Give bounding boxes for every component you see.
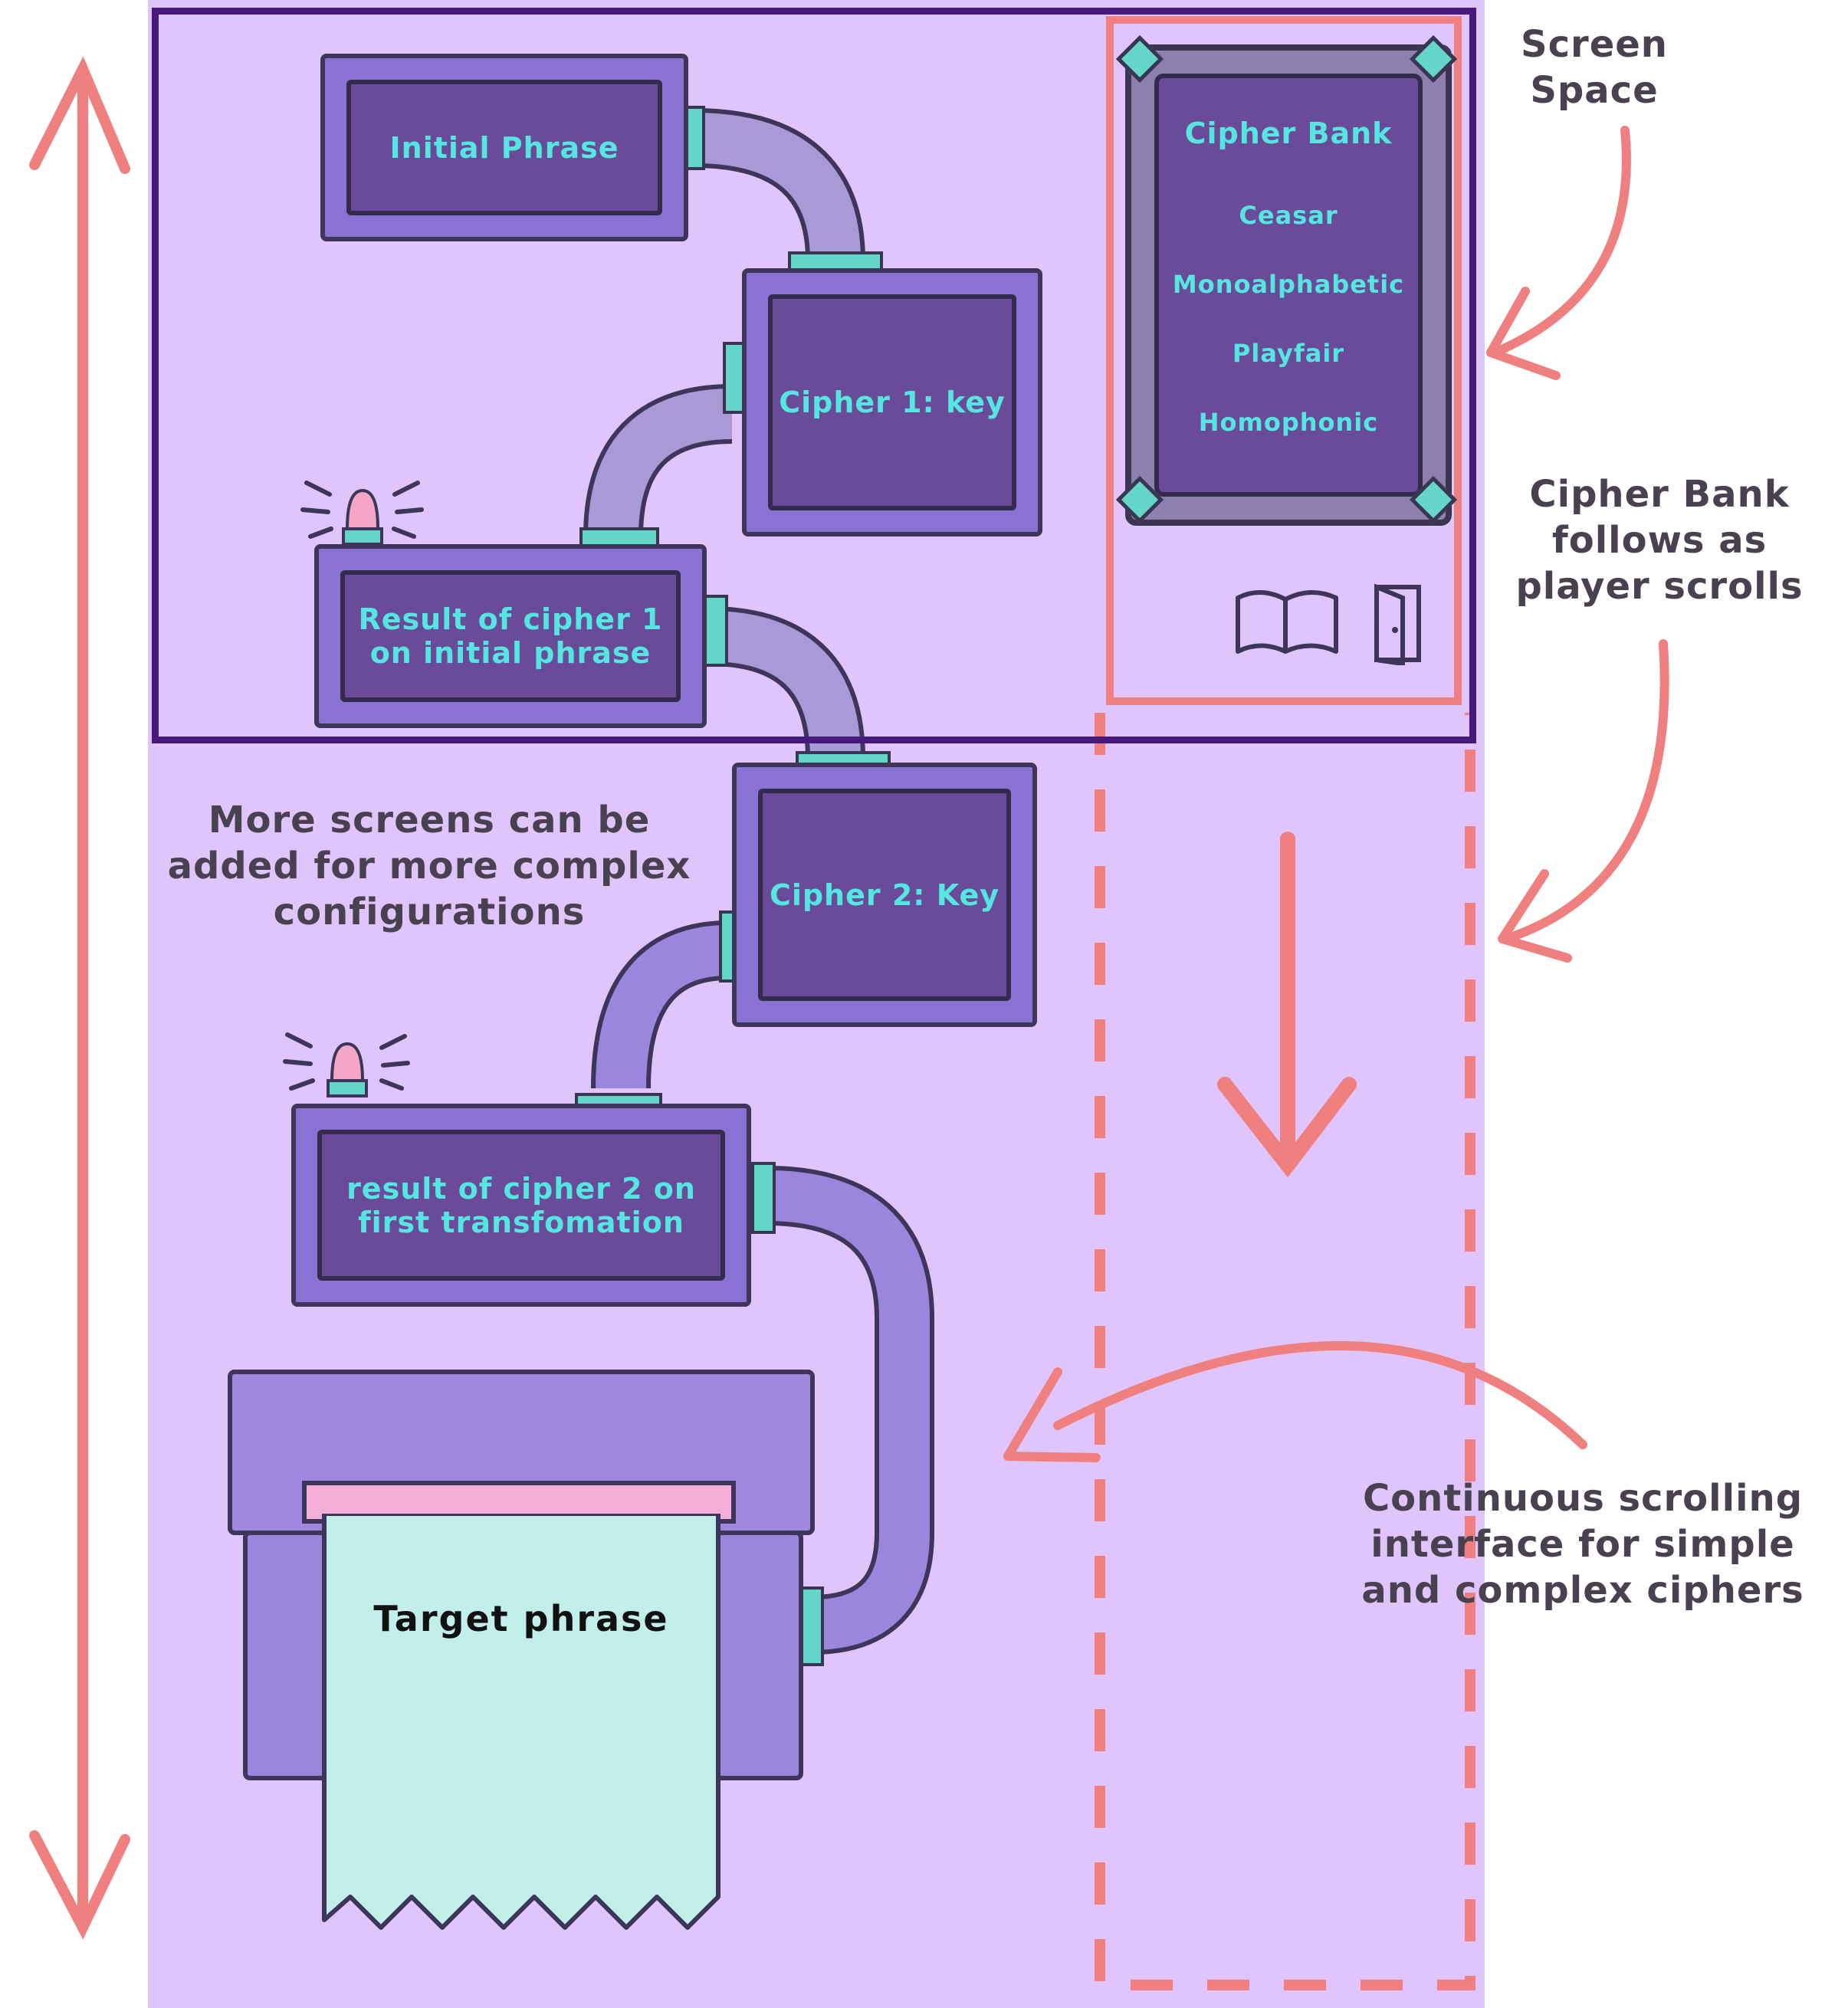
alarm-light-2 <box>283 1032 410 1098</box>
cipher-option-homophonic[interactable]: Homophonic <box>1198 408 1379 437</box>
cipher2-panel[interactable]: Cipher 2: Key <box>732 763 1037 1027</box>
result1-line2: on initial phrase <box>369 636 652 670</box>
continuous-scroll-note: Continuous scrolling interface for simpl… <box>1334 1475 1832 1613</box>
continuous-scroll-note-line2: interface for simple <box>1370 1523 1795 1566</box>
screen-space-note: Screen Space <box>1479 21 1709 113</box>
result1-line1: Result of cipher 1 <box>358 602 663 636</box>
result2-panel: result of cipher 2 on first transfomatio… <box>291 1104 751 1307</box>
alarm-light-1 <box>300 481 424 546</box>
more-screens-note-line1: More screens can be <box>208 799 651 842</box>
bank-future-outline <box>1095 713 1475 1990</box>
bank-screen-outline <box>1106 16 1462 705</box>
scroll-extent-arrow <box>29 56 130 1940</box>
more-screens-note-line3: configurations <box>273 891 586 933</box>
book-icon[interactable] <box>1230 582 1345 659</box>
cipher-bank-title: Cipher Bank <box>1184 116 1393 150</box>
continuous-arc-arrow <box>1053 1340 1587 1449</box>
result2-line2: first transfomation <box>358 1205 684 1239</box>
bank-down-arrow <box>1217 832 1357 1178</box>
cipher-option-ceasar[interactable]: Ceasar <box>1239 201 1338 230</box>
initial-phrase-panel[interactable]: Initial Phrase <box>320 54 688 241</box>
result2-line1: result of cipher 2 on <box>346 1171 696 1206</box>
bank-follows-note: Cipher Bank follows as player scrolls <box>1472 471 1847 609</box>
result1-panel: Result of cipher 1 on initial phrase <box>314 544 707 728</box>
cipher2-label: Cipher 2: Key <box>769 878 1000 912</box>
cipher1-panel[interactable]: Cipher 1: key <box>742 268 1042 536</box>
cipher-option-playfair[interactable]: Playfair <box>1232 339 1345 368</box>
screen-space-frame <box>152 8 1476 743</box>
door-icon[interactable] <box>1372 581 1426 665</box>
bank-follows-note-line2: follows as <box>1551 519 1768 562</box>
screen-space-note-line2: Space <box>1530 69 1659 112</box>
screen-space-arrow <box>1490 126 1631 357</box>
target-ticket <box>322 1514 720 1930</box>
cipher-option-monoalphabetic[interactable]: Monoalphabetic <box>1172 270 1405 299</box>
continuous-scroll-note-line1: Continuous scrolling <box>1362 1477 1804 1520</box>
bank-follows-arrow <box>1502 639 1669 943</box>
target-phrase-label: Target phrase <box>373 1598 669 1639</box>
more-screens-note-line2: added for more complex <box>167 845 691 888</box>
cipher-bank: Cipher Bank Ceasar Monoalphabetic Playfa… <box>1125 44 1452 526</box>
bank-follows-note-line3: player scrolls <box>1515 565 1804 608</box>
cipher1-label: Cipher 1: key <box>779 386 1006 419</box>
continuous-scroll-note-line3: and complex ciphers <box>1361 1569 1804 1612</box>
more-screens-note: More screens can be added for more compl… <box>146 797 713 935</box>
bank-follows-note-line1: Cipher Bank <box>1529 473 1790 516</box>
screen-space-note-line1: Screen <box>1521 23 1668 66</box>
initial-phrase-label: Initial Phrase <box>389 130 619 165</box>
